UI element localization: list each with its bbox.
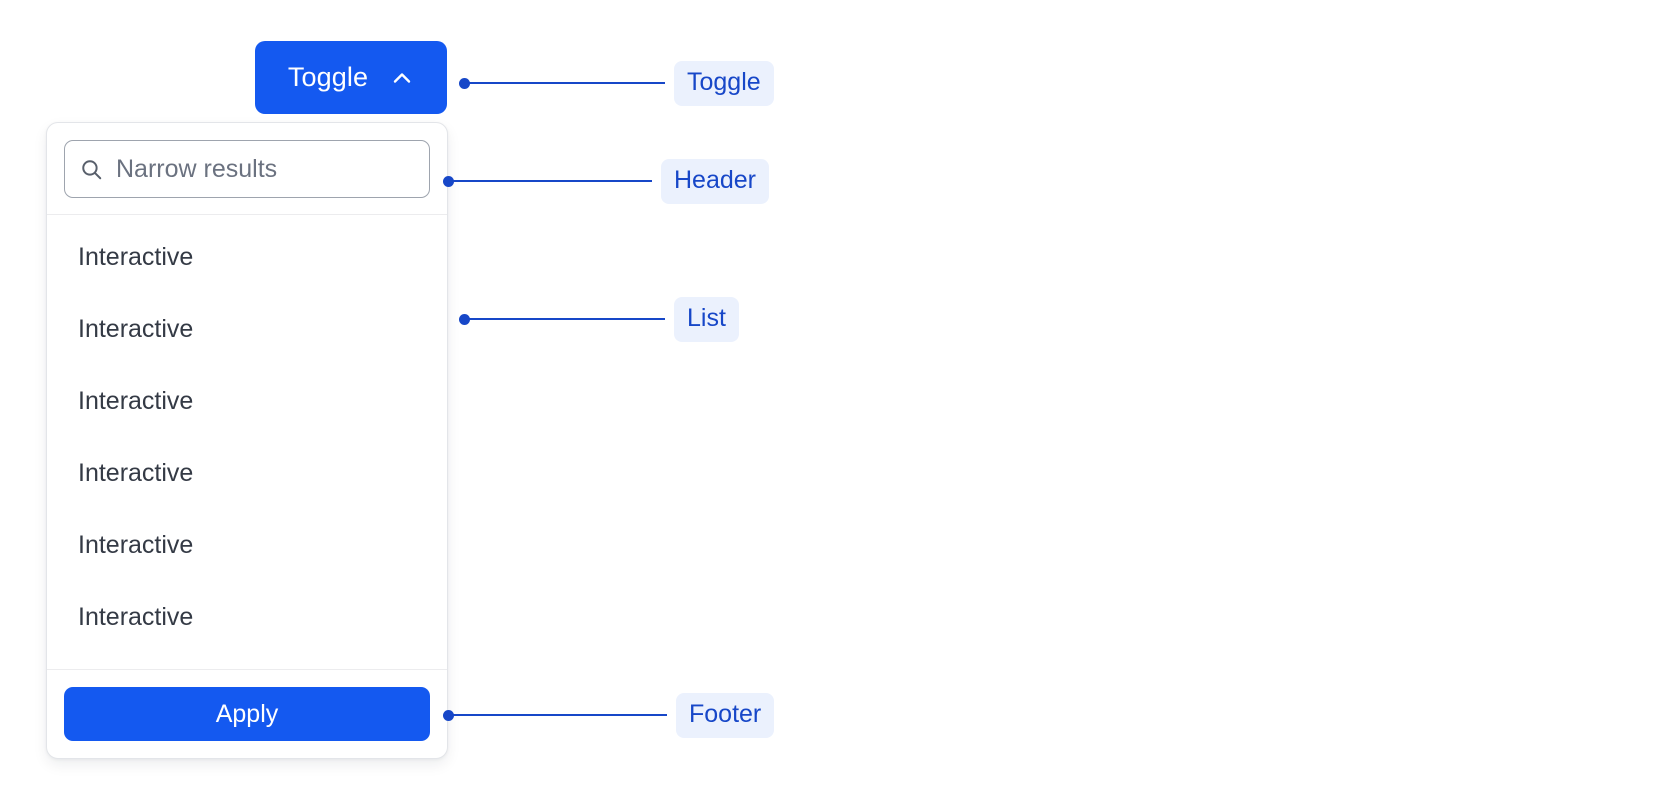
chevron-up-icon <box>393 72 411 83</box>
dropdown-panel: Interactive Interactive Interactive Inte… <box>46 122 448 759</box>
annotation-label: Footer <box>676 692 775 738</box>
list-item[interactable]: Interactive <box>78 530 194 559</box>
annotation-footer: Footer <box>443 692 775 738</box>
annotation-label: List <box>674 296 739 342</box>
list-item[interactable]: Interactive <box>78 242 194 271</box>
panel-header <box>47 123 447 215</box>
toggle-button[interactable]: Toggle <box>255 41 447 114</box>
list-item[interactable]: Interactive <box>78 386 194 415</box>
annotation-header: Header <box>443 158 769 204</box>
annotation-list: List <box>459 296 739 342</box>
annotation-label: Header <box>661 158 769 204</box>
annotation-leader-line <box>453 180 652 182</box>
list-item[interactable]: Interactive <box>78 458 194 487</box>
annotation-leader-line <box>469 82 665 84</box>
annotation-dot <box>459 77 470 89</box>
annotation-label: Toggle <box>674 60 774 106</box>
annotation-leader-line <box>453 714 667 716</box>
search-input[interactable] <box>116 141 415 197</box>
panel-list[interactable]: Interactive Interactive Interactive Inte… <box>47 215 447 669</box>
annotation-dot <box>459 313 470 325</box>
list-item[interactable]: Interactive <box>78 314 194 343</box>
search-icon <box>82 159 102 179</box>
annotation-toggle: Toggle <box>459 60 774 106</box>
apply-button[interactable]: Apply <box>64 687 430 741</box>
search-box[interactable] <box>64 140 430 198</box>
panel-footer: Apply <box>47 669 447 758</box>
list-item[interactable]: Interactive <box>78 602 194 631</box>
toggle-button-label: Toggle <box>287 62 369 92</box>
annotation-leader-line <box>469 318 665 320</box>
